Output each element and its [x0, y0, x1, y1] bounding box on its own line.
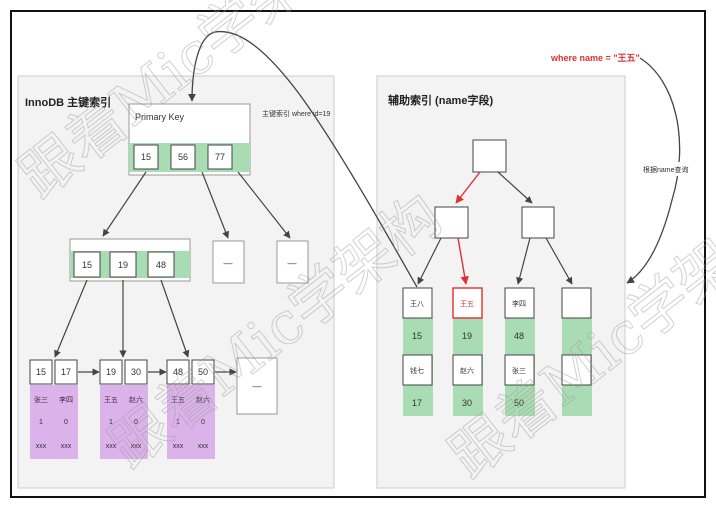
secondary-search-path: [457, 237, 469, 285]
secondary-leaf-id: 48: [514, 331, 524, 341]
primary-leaf-cell: 1: [109, 419, 113, 426]
search-label: 根据name查询: [643, 165, 689, 174]
primary-leaf-purple: [30, 385, 78, 459]
secondary-leaf-name-cell: [452, 354, 483, 386]
primary-leaf-cell: 赵六: [196, 395, 210, 404]
secondary-leaf-name-cell-highlight: [452, 287, 483, 319]
secondary-root-node: [472, 139, 507, 173]
secondary-edge: [545, 237, 573, 285]
primary-leaf-cell: xxx: [106, 443, 117, 450]
primary-root-key-text: 56: [178, 152, 188, 162]
primary-edge: [201, 171, 229, 239]
primary-placeholder-node: [276, 240, 309, 284]
primary-leaf-cell: xxx: [61, 443, 72, 450]
primary-leaf-key-cell: [191, 359, 215, 385]
primary-level2-key-text: 15: [82, 260, 92, 270]
primary-placeholder-node: [212, 240, 245, 284]
primary-root-key-cell: [133, 144, 159, 170]
secondary-leaf-name-highlight: 王五: [460, 300, 474, 308]
primary-leaf-cell: 0: [201, 419, 205, 426]
primary-leaf-purple: [100, 385, 148, 459]
primary-leaf-cell: 0: [64, 419, 68, 426]
primary-placeholder-text: —: [224, 258, 233, 268]
primary-leaf-cell: xxx: [198, 443, 209, 450]
secondary-leaf-name-cell: [504, 287, 535, 319]
search-label-bg: [640, 162, 696, 176]
primary-placeholder-text: —: [288, 258, 297, 268]
primary-leaf-cell: 李四: [59, 395, 73, 404]
secondary-leaf-id: 30: [462, 398, 472, 408]
secondary-leaf-name: 钱七: [410, 366, 424, 375]
primary-edge: [237, 171, 291, 239]
secondary-edge: [497, 171, 533, 204]
primary-leaf-key-cell: [54, 359, 78, 385]
query-label: where name = "王五": [550, 53, 640, 63]
primary-leaf-key-text: 50: [198, 367, 208, 377]
primary-leaf-key-cell: [166, 359, 190, 385]
secondary-panel-title: 辅助索引 (name字段): [388, 93, 493, 107]
secondary-leaf-name-cell: [504, 354, 535, 386]
lookup-label: 主键索引 where id=19: [262, 109, 330, 118]
primary-leaf-cell: xxx: [36, 443, 47, 450]
primary-root-key-cell: [207, 144, 233, 170]
primary-panel-title: InnoDB 主键索引: [25, 95, 111, 109]
primary-leaf-key-cell: [29, 359, 53, 385]
query-flow-arrow: [626, 57, 681, 284]
primary-leaf-cell: 王五: [104, 396, 118, 404]
secondary-inner-node: [521, 206, 555, 239]
primary-leaf-cell: 0: [134, 419, 138, 426]
primary-leaf-cell: 王五: [171, 396, 185, 404]
primary-edge: [102, 171, 147, 237]
primary-leaf-cell: xxx: [173, 443, 184, 450]
secondary-leaf-name: 李四: [512, 299, 526, 308]
secondary-leaf-name: 王八: [410, 300, 424, 308]
secondary-leaf-name: 张三: [512, 366, 526, 375]
secondary-leaf-name-cell: [402, 354, 433, 386]
secondary-leaf-empty-cell: [561, 354, 592, 386]
primary-leaf-cell: 张三: [34, 395, 48, 404]
secondary-edge: [417, 237, 442, 285]
primary-leaf-purple: [167, 385, 215, 459]
primary-leaf-key-text: 48: [173, 367, 183, 377]
secondary-leaf-id: 17: [412, 398, 422, 408]
primary-root-key-text: 15: [141, 152, 151, 162]
primary-leaf-placeholder-text: —: [253, 381, 262, 391]
primary-leaf-cell: xxx: [131, 443, 142, 450]
primary-leaf-key-text: 19: [106, 367, 116, 377]
primary-leaf-cell: 1: [176, 419, 180, 426]
primary-leaf-key-text: 17: [61, 367, 71, 377]
primary-root-label: Primary Key: [135, 112, 185, 122]
secondary-leaf-id: 19: [462, 331, 472, 341]
secondary-leaf-id: 50: [514, 398, 524, 408]
primary-level2-key-text: 19: [118, 260, 128, 270]
primary-root-key-cell: [170, 144, 196, 170]
primary-edge: [160, 279, 190, 358]
primary-root-key-text: 77: [215, 152, 225, 162]
primary-level2-key-text: 48: [156, 260, 166, 270]
secondary-leaf-name-cell: [402, 287, 433, 319]
primary-leaf-key-cell: [99, 359, 123, 385]
primary-level2-key-cell: [109, 251, 137, 278]
secondary-search-path: [455, 171, 481, 204]
primary-leaf-key-cell: [124, 359, 148, 385]
primary-leaf-cell: 1: [39, 419, 43, 426]
primary-level2-key-cell: [73, 251, 101, 278]
secondary-inner-node: [434, 206, 469, 239]
secondary-edge: [516, 237, 531, 285]
secondary-leaf-name: 赵六: [460, 366, 474, 375]
lookup-arrow: [188, 30, 418, 288]
secondary-leaf-empty-cell: [561, 287, 592, 319]
primary-level2-key-cell: [147, 251, 175, 278]
primary-leaf-key-text: 15: [36, 367, 46, 377]
primary-edge: [54, 279, 88, 358]
primary-leaf-cell: 赵六: [129, 395, 143, 404]
primary-leaf-placeholder: [236, 357, 278, 415]
secondary-leaf-id: 15: [412, 331, 422, 341]
primary-leaf-key-text: 30: [131, 367, 141, 377]
